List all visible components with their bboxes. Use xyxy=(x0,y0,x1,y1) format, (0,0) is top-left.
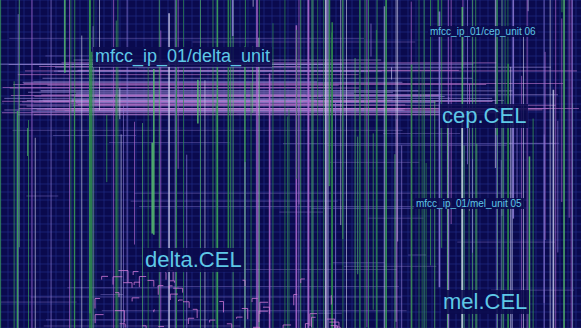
instance-label: mfcc_ip_01/mel_unit 05 xyxy=(414,198,524,209)
instance-label: mfcc_ip_01/cep_unit 06 xyxy=(428,26,538,37)
cell-label: mfcc_ip_01/delta_unit xyxy=(93,47,272,67)
cell-label: mel.CEL xyxy=(441,290,529,314)
cell-label: delta.CEL xyxy=(143,248,244,272)
cell-label: cep.CEL xyxy=(440,104,528,128)
horizontal-routing xyxy=(0,34,579,326)
